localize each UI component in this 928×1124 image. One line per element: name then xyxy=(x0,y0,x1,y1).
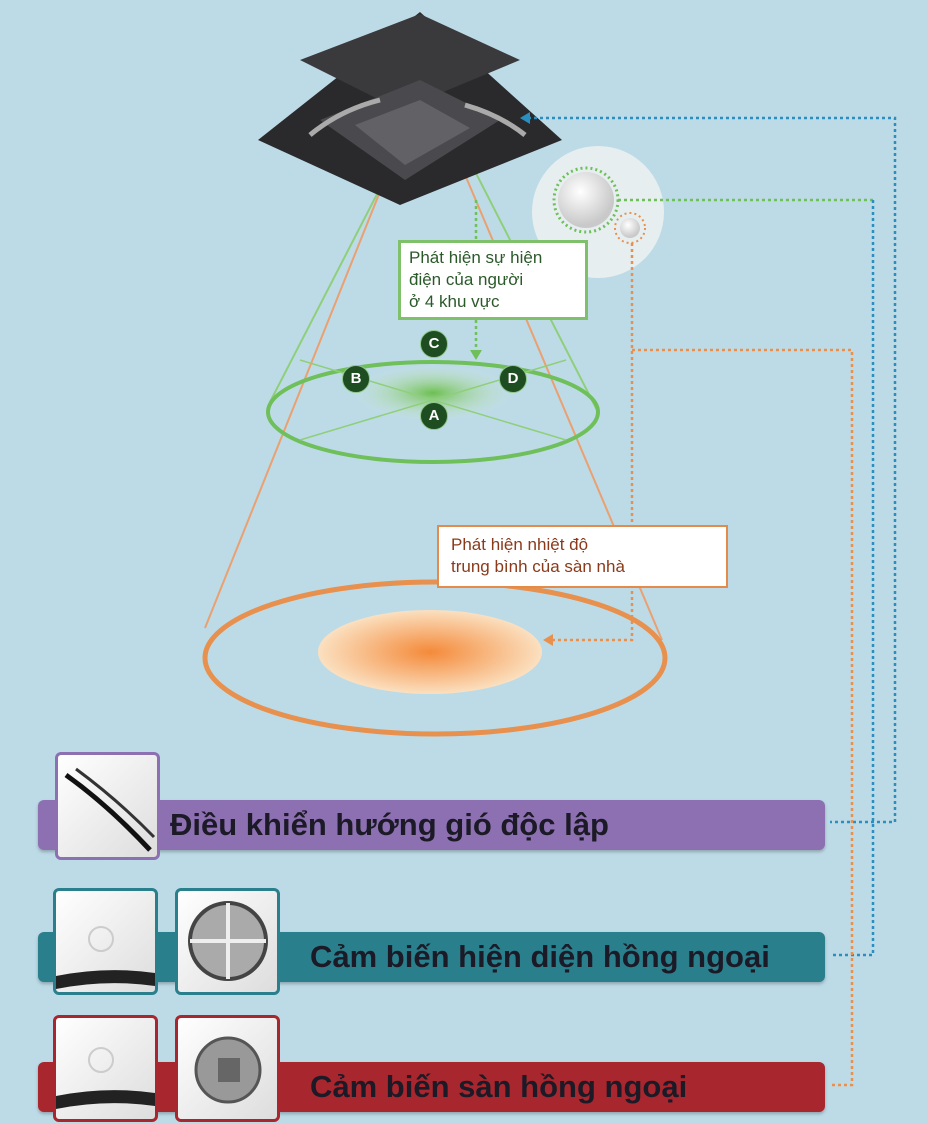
presence-sensor-panel-thumbnail xyxy=(53,888,158,995)
ceiling-cassette-unit xyxy=(258,12,562,205)
zone-a-marker: A xyxy=(420,402,448,430)
floor-sensor-cone xyxy=(202,91,668,737)
label-line: Phát hiện nhiệt độ xyxy=(451,535,589,554)
zone-b-marker: B xyxy=(342,365,370,393)
feature-presence-sensor: Cảm biến hiện diện hồng ngoại xyxy=(38,932,825,982)
presence-sensor-thumbnail xyxy=(175,888,280,995)
feature-label: Cảm biến hiện diện hồng ngoại xyxy=(310,939,770,974)
zone-c-marker: C xyxy=(420,330,448,358)
feature-airflow-control: Điều khiển hướng gió độc lập xyxy=(38,800,825,850)
label-line: điện của người xyxy=(409,270,524,289)
floor-sensor-panel-thumbnail xyxy=(53,1015,158,1122)
feature-label: Điều khiển hướng gió độc lập xyxy=(170,807,609,842)
floor-temperature-label: Phát hiện nhiệt độ trung bình của sàn nh… xyxy=(437,525,728,588)
feature-label: Cảm biến sàn hồng ngoại xyxy=(310,1069,688,1104)
label-line: trung bình của sàn nhà xyxy=(451,557,625,576)
floor-sensor-thumbnail xyxy=(175,1015,280,1122)
feature-floor-sensor: Cảm biến sàn hồng ngoại xyxy=(38,1062,825,1112)
louver-thumbnail xyxy=(55,752,160,860)
connector-lines xyxy=(474,116,897,1087)
zone-d-marker: D xyxy=(499,365,527,393)
label-line: Phát hiện sự hiện xyxy=(409,248,543,267)
presence-detection-label: Phát hiện sự hiện điện của người ở 4 khu… xyxy=(398,240,588,320)
label-line: ở 4 khu vực xyxy=(409,292,500,311)
